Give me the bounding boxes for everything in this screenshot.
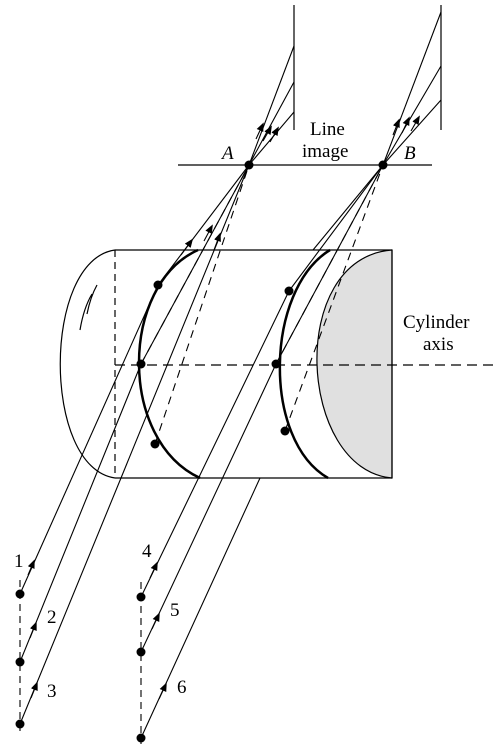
entry-point-1 xyxy=(153,280,163,290)
ray-5-incoming xyxy=(140,363,277,653)
ray-a-arrow-1 xyxy=(180,238,194,256)
label-ray-6: 6 xyxy=(177,677,187,698)
entry-point-4 xyxy=(284,286,294,296)
ray-4-to-b xyxy=(288,164,384,292)
source-point-2 xyxy=(15,657,25,667)
entry-point-2 xyxy=(136,359,146,369)
label-ray-5: 5 xyxy=(170,600,180,621)
focal-point-a xyxy=(244,160,254,170)
source-point-5 xyxy=(136,647,146,657)
entry-point-6 xyxy=(280,426,290,436)
label-ray-3: 3 xyxy=(47,681,57,702)
diverging-rays xyxy=(248,11,442,166)
label-ray-2: 2 xyxy=(47,607,57,628)
label-cylinder-axis-2: axis xyxy=(423,334,454,355)
ray-group-right xyxy=(140,290,290,744)
label-line-image-2: image xyxy=(302,141,348,162)
label-point-a: A xyxy=(220,143,234,164)
ray-3-arrow xyxy=(30,681,38,699)
ray-6-incoming xyxy=(140,477,261,739)
ray-4-arrow xyxy=(149,561,158,579)
source-point-4 xyxy=(136,592,146,602)
ray-6-arrow xyxy=(158,682,167,700)
ray-a-arrow-3 xyxy=(213,232,221,251)
ray-2-incoming xyxy=(19,363,142,663)
cylinder xyxy=(59,249,392,479)
ray-1-incoming xyxy=(19,284,159,595)
ray-5-arrow xyxy=(151,612,160,630)
ray-6-to-b xyxy=(312,164,384,251)
ray-4-incoming xyxy=(140,290,290,598)
ray-group-left xyxy=(19,284,159,734)
label-point-b: B xyxy=(404,143,416,164)
label-cylinder-axis-1: Cylinder xyxy=(403,312,470,333)
cross-section-curve-left xyxy=(137,248,201,480)
cylinder-left-end xyxy=(59,249,116,479)
entry-point-5 xyxy=(271,359,281,369)
ray-2-arrow xyxy=(29,621,37,639)
ray-a-arrow-2 xyxy=(203,224,213,242)
label-ray-1: 1 xyxy=(14,551,24,572)
ray-1-arrow xyxy=(27,559,35,576)
label-ray-4: 4 xyxy=(142,541,152,562)
entry-point-3 xyxy=(150,439,160,449)
source-point-1 xyxy=(15,589,25,599)
label-line-image-1: Line xyxy=(310,119,345,140)
ray-3-to-a xyxy=(120,164,250,479)
outgoing-rays xyxy=(120,164,384,479)
ray-1-to-a xyxy=(157,164,250,286)
cylinder-highlight xyxy=(79,284,98,331)
points xyxy=(15,160,388,743)
ray-5-to-b xyxy=(275,164,384,365)
cylinder-right-end-face xyxy=(316,249,393,479)
focal-point-b xyxy=(378,160,388,170)
source-point-6 xyxy=(136,733,146,743)
source-point-3 xyxy=(15,719,25,729)
ray-2-to-a xyxy=(140,164,250,365)
